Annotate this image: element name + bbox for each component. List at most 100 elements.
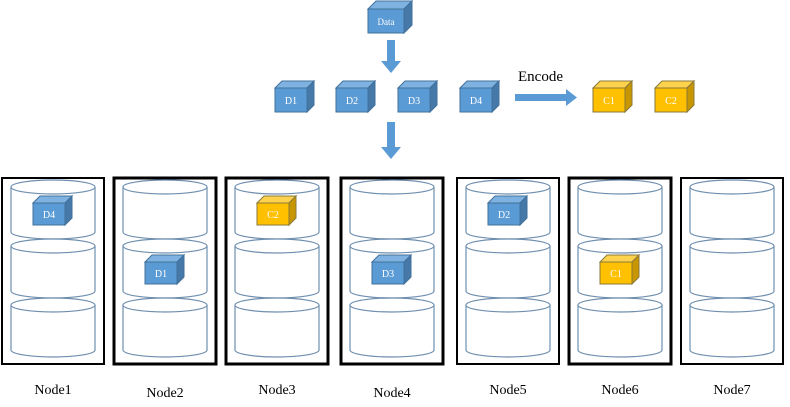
block-label: D3 <box>408 96 420 107</box>
code-blocks: C1 C2 <box>591 79 696 114</box>
disk-body <box>689 246 775 299</box>
disk-top <box>10 179 96 195</box>
data-block: Data <box>366 0 414 35</box>
block-front-face <box>459 87 493 113</box>
block-front-face <box>599 261 633 285</box>
arrow-down-icon <box>381 40 401 73</box>
disk-body <box>234 305 320 358</box>
node-label: Node7 <box>713 383 750 398</box>
storage-nodes: D4Node1D1Node2C2Node3D3Node4D2Node5C1Nod… <box>1 176 784 401</box>
disk-top <box>577 297 663 313</box>
disk <box>122 179 208 240</box>
disk-top <box>122 297 208 313</box>
node-label: Node1 <box>34 383 71 398</box>
disk-top <box>689 238 775 254</box>
block-label: D4 <box>43 210 55 221</box>
disk: D1 <box>122 238 208 299</box>
block-d4: D4 <box>458 79 501 114</box>
disk-top <box>349 179 435 195</box>
disk-top <box>234 297 320 313</box>
disk <box>577 179 663 240</box>
block-front-face <box>367 8 405 34</box>
block-front-face <box>487 202 521 226</box>
block-front-face <box>144 261 178 285</box>
disk-top <box>122 179 208 195</box>
block-d4: D4 <box>31 194 74 227</box>
disk-body <box>349 187 435 240</box>
block-d2: D2 <box>334 79 377 114</box>
disk: D4 <box>10 179 96 240</box>
disk <box>122 297 208 358</box>
block-label: D2 <box>346 96 358 107</box>
node-label: Node4 <box>373 386 410 401</box>
disk <box>577 297 663 358</box>
block-label: D1 <box>285 96 297 107</box>
block-label: Data <box>378 17 395 27</box>
disk-top <box>689 179 775 195</box>
disk-body <box>465 246 551 299</box>
block-label: D4 <box>470 96 482 107</box>
disk: D3 <box>349 238 435 299</box>
block-c2: C2 <box>653 79 696 114</box>
block-c1: C1 <box>598 253 641 286</box>
disk-top <box>122 238 208 254</box>
node-label: Node3 <box>258 383 295 398</box>
block-front-face <box>592 87 626 113</box>
block-label: D2 <box>498 210 510 221</box>
disk <box>349 179 435 240</box>
disk: C2 <box>234 179 320 240</box>
block-d2: D2 <box>486 194 529 227</box>
disk-body <box>689 305 775 358</box>
node-label: Node6 <box>601 383 638 398</box>
block-front-face <box>256 202 290 226</box>
encode-arrow-icon <box>515 89 577 106</box>
disk-top <box>465 297 551 313</box>
disk-body <box>349 305 435 358</box>
block-d1: D1 <box>273 79 316 114</box>
disk-top <box>349 297 435 313</box>
disk-top <box>465 179 551 195</box>
disk <box>349 297 435 358</box>
block-front-face <box>274 87 308 113</box>
disk <box>689 179 775 240</box>
arrow-down-icon <box>381 122 401 159</box>
block-front-face <box>371 261 405 285</box>
disk-body <box>122 187 208 240</box>
block-c1: C1 <box>591 79 634 114</box>
block-d1: D1 <box>143 253 186 286</box>
disk-body <box>465 305 551 358</box>
disk-top <box>10 238 96 254</box>
disk-top <box>10 297 96 313</box>
disk <box>234 238 320 299</box>
disk-top <box>234 238 320 254</box>
disk-top <box>234 179 320 195</box>
disk <box>234 297 320 358</box>
node-7: Node7 <box>680 177 784 398</box>
block-c2: C2 <box>255 194 298 227</box>
block-d3: D3 <box>370 253 413 286</box>
disk <box>689 238 775 299</box>
disk <box>465 297 551 358</box>
disk <box>689 297 775 358</box>
disk <box>10 238 96 299</box>
block-d3: D3 <box>396 79 439 114</box>
disk <box>10 297 96 358</box>
disk-top <box>577 238 663 254</box>
encode-label: Encode <box>518 69 563 85</box>
block-front-face <box>335 87 369 113</box>
block-label: C1 <box>610 269 622 280</box>
node-label: Node2 <box>146 386 183 401</box>
block-front-face <box>32 202 66 226</box>
disk-body <box>234 246 320 299</box>
disk: D2 <box>465 179 551 240</box>
disk-body <box>122 305 208 358</box>
disk <box>465 238 551 299</box>
disk-body <box>577 305 663 358</box>
